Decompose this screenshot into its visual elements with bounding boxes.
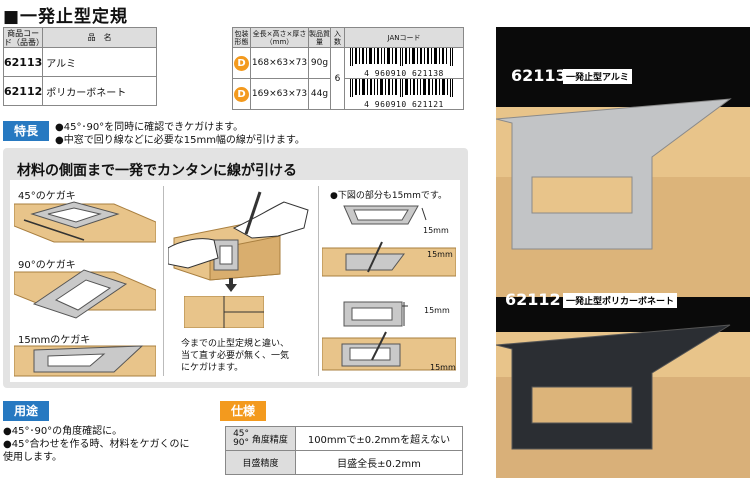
table-row: 62112 ポリカーボネート: [2, 76, 157, 106]
table-row: 目盛精度 目盛全長±0.2mm: [225, 450, 463, 475]
header-jan: JANコード: [344, 27, 464, 48]
weight: 44g: [308, 78, 331, 110]
header-qty: 入数: [330, 27, 345, 48]
dims: 169×63×73: [250, 78, 309, 110]
caption: 今までの止型定規と違い、 当て直す必要が無く、一気 にケガけます。: [181, 338, 289, 374]
header-pack: 包装形態: [232, 27, 251, 48]
label-90: 90°のケガキ: [18, 260, 76, 271]
header-name: 品 名: [42, 27, 157, 48]
header-dims: 全長×高さ×厚さ（mm）: [250, 27, 309, 48]
pack-d-icon: D: [234, 55, 249, 71]
quantity: 6: [330, 47, 345, 110]
caption-line: にケガけます。: [181, 363, 244, 373]
page-title: ■一発止型定規: [3, 7, 129, 27]
table-row: D 169×63×73 44g: [232, 78, 464, 110]
note: ●下図の部分も15mmです。: [330, 191, 447, 201]
angle-key-label: 角度精度: [251, 435, 288, 445]
dim-label: 15mm: [424, 306, 450, 315]
angle-key-bottom: 90°: [233, 437, 250, 448]
photo-tag-2: 一発止型ポリカーボネート: [563, 293, 678, 308]
feature-line: ●中窓で回り線などに必要な15mm幅の線が引けます。: [55, 135, 305, 146]
spec-detail-table: 45° 90° 角度精度 100mmで±0.2mmを超えない 目盛精度 目盛全長…: [225, 426, 463, 475]
product-code: 62113: [2, 47, 44, 77]
product-code: 62112: [2, 76, 44, 106]
label-45: 45°のケガキ: [18, 191, 76, 202]
angle-value: 100mmで±0.2mmを超えない: [295, 426, 463, 451]
barcode-icon: [350, 48, 453, 66]
usage-line: ●45°合わせを作る時、材料をケガくのに: [3, 439, 190, 450]
photo-tag-1: 一発止型アルミ: [563, 69, 632, 84]
caption-line: 当て直す必要が無く、一気: [181, 351, 290, 361]
ruler-45-illustration: [14, 201, 156, 243]
dim-label: 15mm: [427, 250, 453, 259]
usage-line: ●45°･90°の角度確認に。: [3, 426, 123, 437]
hand-marking-illustration: [168, 191, 309, 281]
divider: [163, 186, 164, 376]
dims: 168×63×73: [250, 47, 309, 79]
feature-line: ●45°･90°を同時に確認できケガけます。: [55, 122, 244, 133]
feature-list: ●45°･90°を同時に確認できケガけます。 ●中窓で回り線などに必要な15mm…: [55, 121, 305, 147]
dimension-illustration: [322, 205, 456, 371]
jan-code: 4 960910 621138: [364, 69, 444, 78]
jan-code: 4 960910 621121: [364, 100, 444, 109]
ruler-15-illustration: [14, 345, 156, 377]
table-row: 62113 アルミ: [2, 47, 157, 77]
product-photo: [496, 98, 750, 478]
marked-board-illustration: [184, 296, 264, 328]
product-table: 商品コード（品番） 品 名 62113 アルミ 62112 ポリカーボネート: [2, 27, 157, 106]
label-15: 15mmのケガキ: [18, 335, 91, 346]
arrow-down-icon: [225, 278, 237, 292]
usage-list: ●45°･90°の角度確認に。 ●45°合わせを作る時、材料をケガくのに 使用し…: [3, 425, 203, 464]
usage-line: 使用します。: [3, 452, 62, 463]
pack-d-icon: D: [234, 86, 249, 102]
product-name: アルミ: [42, 47, 157, 77]
usage-badge: 用途: [3, 401, 49, 421]
product-name: ポリカーボネート: [42, 76, 157, 106]
barcode-icon: [350, 79, 453, 97]
scale-value: 目盛全長±0.2mm: [295, 450, 463, 475]
panel-title: 材料の側面まで一発でカンタンに線が引ける: [17, 163, 297, 179]
feature-badge: 特長: [3, 121, 49, 141]
scale-key: 目盛精度: [225, 450, 296, 475]
dim-label: 15mm: [423, 226, 449, 235]
spec-badge: 仕様: [220, 401, 266, 421]
header-weight: 製品質量: [308, 27, 331, 48]
table-row: D 168×63×73 90g 6: [232, 47, 464, 110]
header-code: 商品コード（品番）: [2, 27, 44, 48]
angle-key: 45° 90° 角度精度: [225, 426, 296, 451]
dim-label: 15mm: [430, 363, 456, 372]
photo-code-1: 62113: [511, 66, 567, 85]
photo-code-2: 62112: [505, 290, 561, 309]
weight: 90g: [308, 47, 331, 79]
caption-line: 今までの止型定規と違い、: [181, 339, 290, 349]
divider: [318, 186, 319, 376]
ruler-90-illustration: [14, 269, 156, 319]
table-row: 45° 90° 角度精度 100mmで±0.2mmを超えない: [225, 426, 463, 451]
angle-key-top: 45°: [233, 428, 250, 439]
spec-table: 包装形態 全長×高さ×厚さ（mm） 製品質量 入数 JANコード D 168×6…: [232, 27, 464, 110]
